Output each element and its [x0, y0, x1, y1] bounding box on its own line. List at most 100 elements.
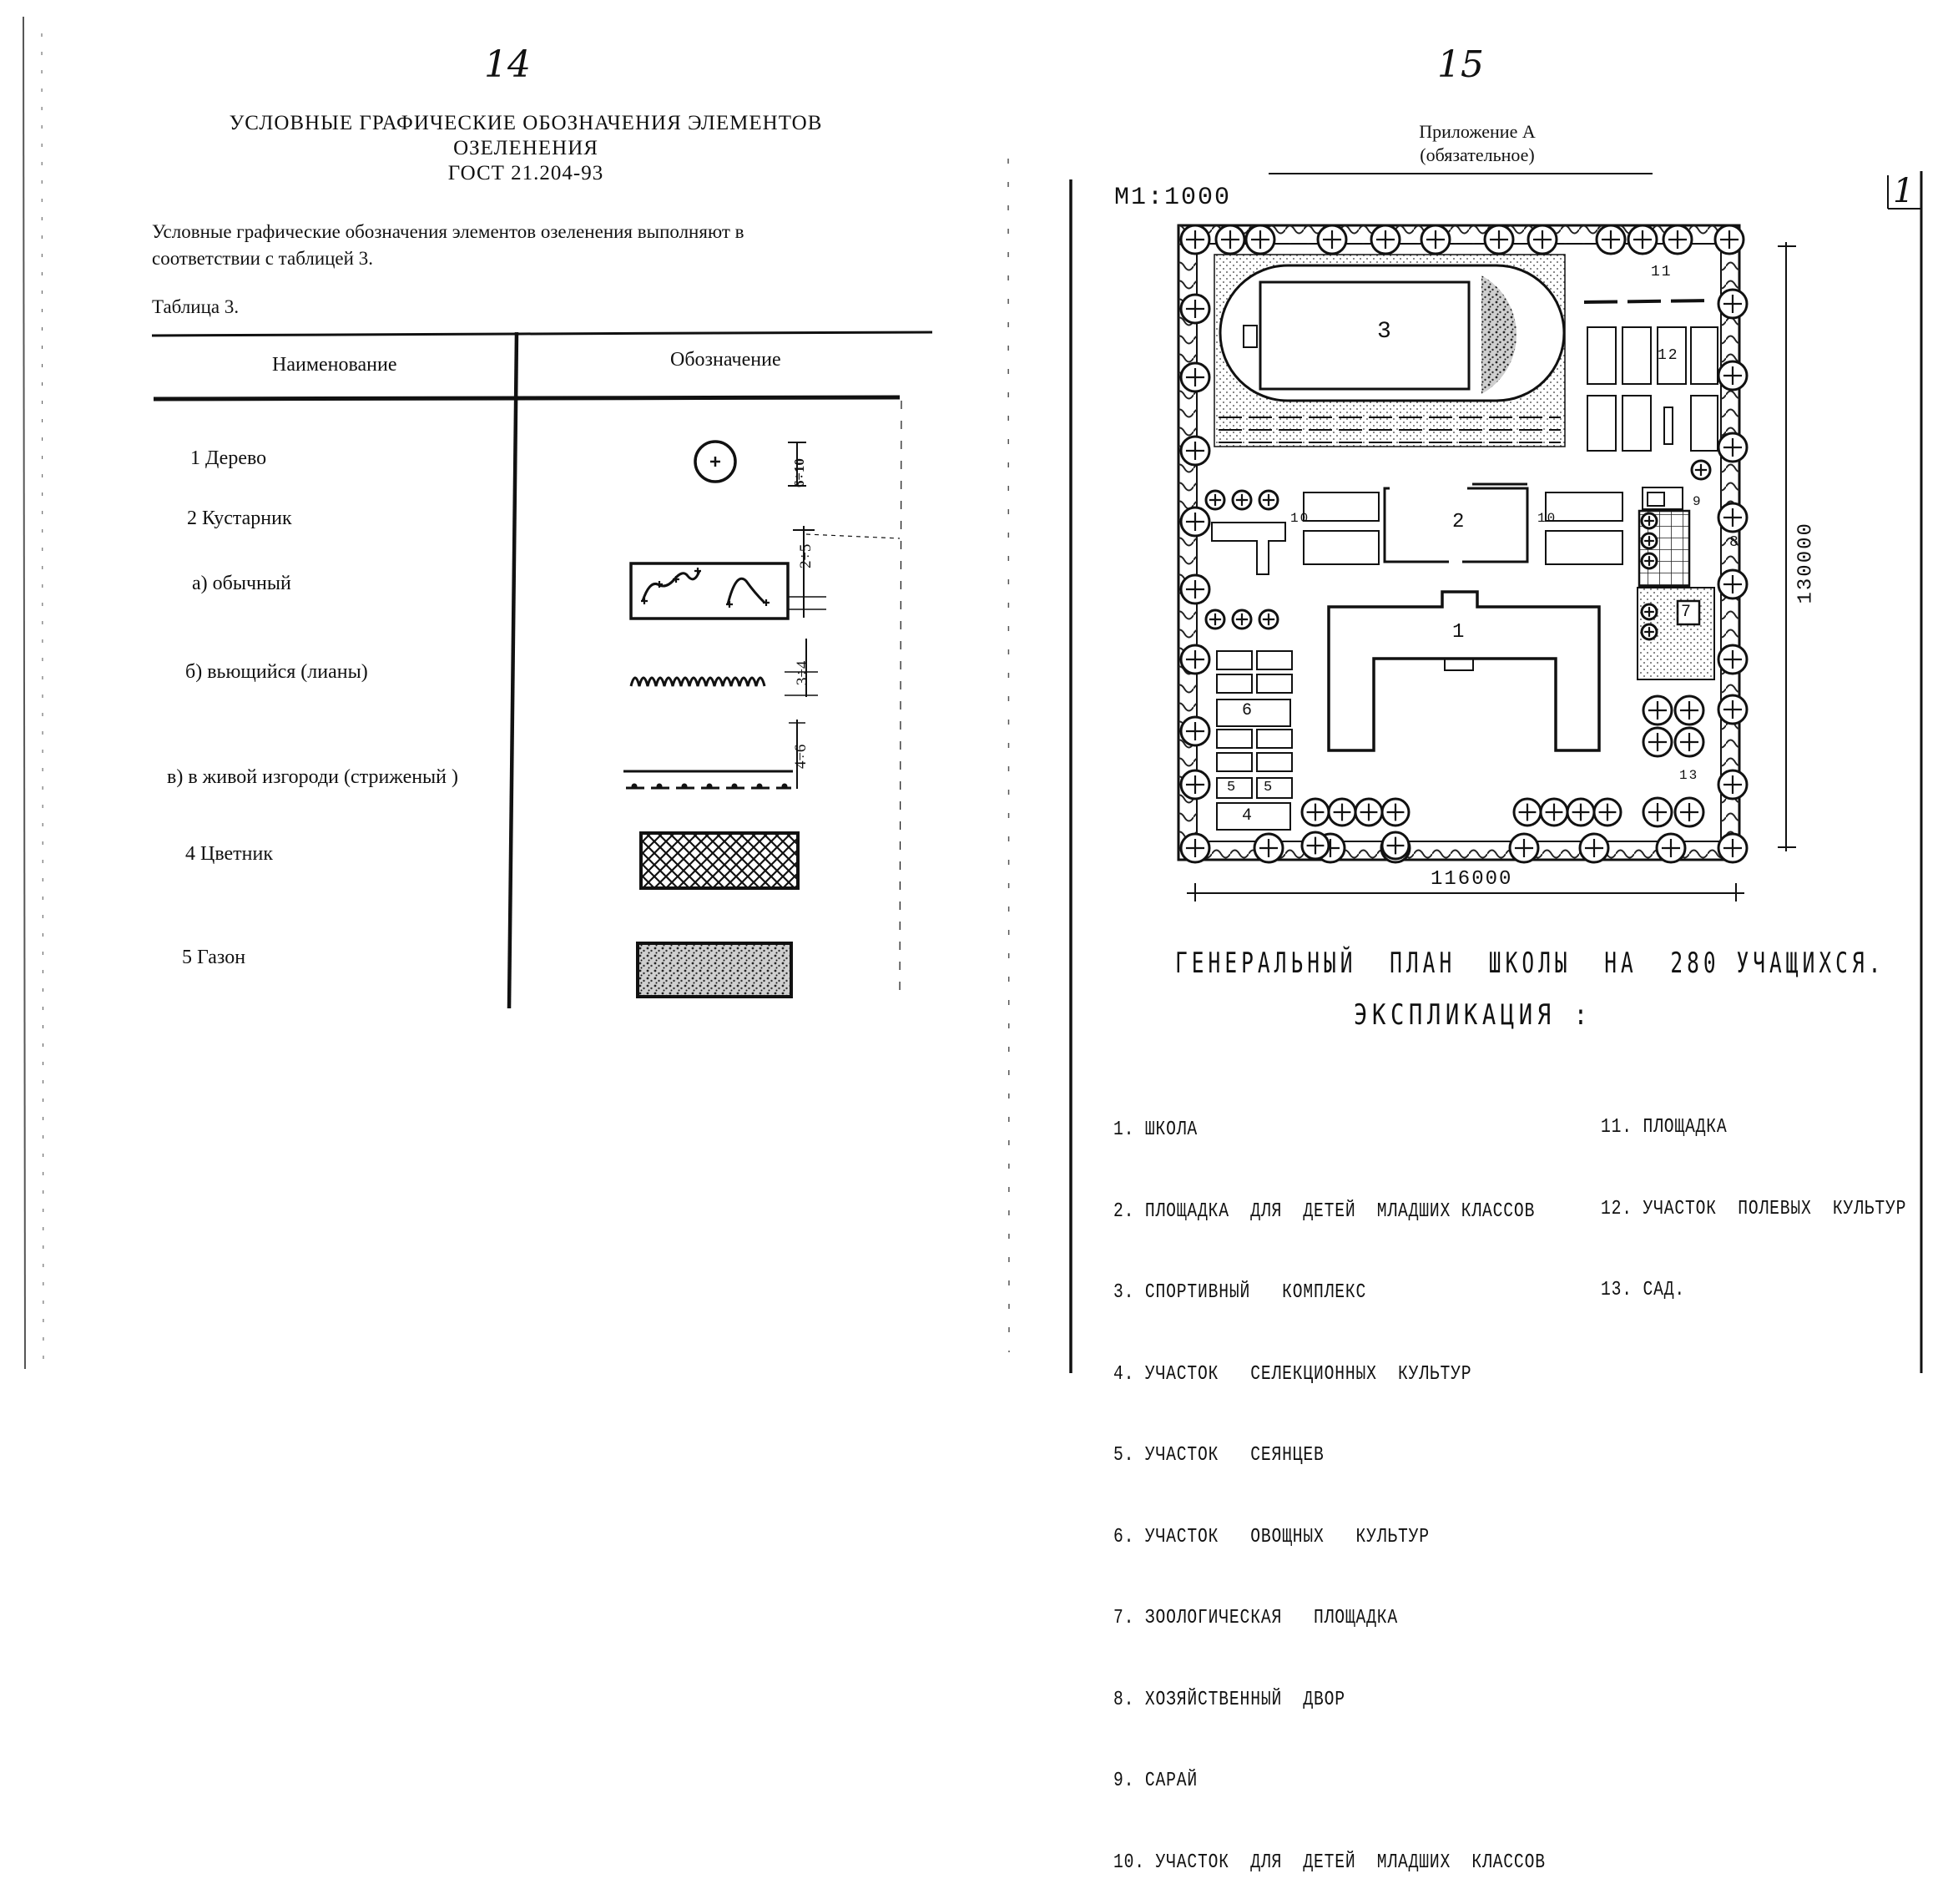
explication-item: 2. ПЛОЩАДКА ДЛЯ ДЕТЕЙ МЛАДШИХ КЛАССОВ: [1113, 1199, 1536, 1223]
plan-tree-cross: [1644, 607, 1654, 617]
plan-tree-cross: [1723, 574, 1743, 594]
plan-tree-cross: [1668, 230, 1688, 250]
plan-label-6: 6: [1242, 701, 1254, 720]
plan-tree-cross: [1306, 836, 1325, 855]
plan-tree-cross: [1648, 732, 1668, 752]
dimension-height: 130000: [1794, 522, 1818, 604]
appendix-line-1: Приложение А: [1419, 121, 1536, 142]
explication-item: 11. ПЛОЩАДКА: [1601, 1116, 1728, 1139]
scale-label: М1:1000: [1114, 184, 1232, 212]
appendix-frame: [1069, 171, 1923, 1373]
plan-tree-cross: [1518, 803, 1537, 821]
shrub-symbol: [629, 526, 901, 620]
explication-title: ЭКСПЛИКАЦИЯ :: [1354, 998, 1592, 1032]
plan-tree-cross: [1679, 732, 1699, 752]
plan-label-5b: 5: [1264, 780, 1274, 795]
sheet-number: 1: [1893, 172, 1915, 210]
plan-tree-cross: [1360, 803, 1378, 821]
plan-tree-cross: [1375, 230, 1395, 250]
plan-label-5a: 5: [1227, 780, 1238, 795]
plan-tree-cross: [1633, 230, 1653, 250]
plan-tree-cross: [1723, 649, 1743, 669]
plan-tree-cross: [1185, 512, 1205, 532]
plan-tree-cross: [1723, 838, 1743, 858]
plan-tree-cross: [1209, 493, 1222, 507]
plan-tree-cross: [1489, 230, 1509, 250]
row-label-shrub-ordinary: а) обычный: [192, 573, 291, 594]
plan-tree-cross: [1250, 230, 1270, 250]
intro-paragraph: Условные графические обозначения элемент…: [152, 219, 903, 272]
liana-symbol: [629, 639, 818, 697]
plan-tree-cross: [1185, 649, 1205, 669]
plan-tree-cross: [1601, 230, 1621, 250]
plan-label-8: 8: [1729, 534, 1740, 551]
plan-tree-cross: [1723, 508, 1743, 528]
column-header-name: Наименование: [272, 354, 397, 376]
explication-item: 7. ЗООЛОГИЧЕСКАЯ ПЛОЩАДКА: [1113, 1607, 1399, 1629]
page-number-left: 14: [484, 43, 531, 86]
plan-tree-cross: [1185, 299, 1205, 319]
plan-tree-cross: [1545, 803, 1563, 821]
plan-tree-cross: [1644, 556, 1654, 566]
dim-liana: 3÷4: [794, 660, 811, 685]
plan-tree-cross: [1322, 230, 1342, 250]
plan-tree-cross: [1185, 367, 1205, 387]
row-label-hedge: в) в живой изгороди (стриженый ): [167, 766, 459, 788]
row-label-flowerbed: 4 Цветник: [185, 843, 274, 865]
plan-tree-cross: [1185, 441, 1205, 461]
plan-label-7: 7: [1681, 603, 1693, 622]
plan-tree-cross: [1723, 366, 1743, 386]
hedge-symbol: [623, 720, 805, 790]
plan-tree-cross: [1514, 838, 1534, 858]
explication-item: 3. СПОРТИВНЫЙ КОМПЛЕКС: [1113, 1281, 1367, 1304]
plan-tree-cross: [1679, 802, 1699, 822]
dim-tree: 6÷10: [791, 458, 807, 487]
plan-label-2: 2: [1452, 511, 1466, 533]
explication-item: 12. УЧАСТОК ПОЛЕВЫХ КУЛЬТУР: [1601, 1197, 1907, 1220]
section-heading: УСЛОВНЫЕ ГРАФИЧЕСКИЕ ОБОЗНАЧЕНИЯ ЭЛЕМЕНТ…: [150, 111, 901, 186]
plan-tree-cross: [1235, 613, 1249, 626]
plan-tree-cross: [1648, 802, 1668, 822]
plan-tree-cross: [1644, 536, 1654, 546]
page-artwork: [23, 16, 1923, 1373]
plan-tree-cross: [1584, 838, 1604, 858]
heading-line-2: ОЗЕЛЕНЕНИЯ: [453, 137, 598, 159]
plan-tree-cross: [1386, 836, 1405, 855]
tree-symbol: [694, 440, 806, 487]
plan-tree-cross: [1185, 838, 1205, 858]
heading-line-3: ГОСТ 21.204-93: [447, 162, 604, 184]
plan-tree-cross: [1723, 699, 1743, 720]
lawn-symbol: [636, 942, 793, 998]
explication-item: 9. САРАЙ: [1113, 1770, 1199, 1792]
plan-tree-cross: [1723, 437, 1743, 457]
explication-item: 8. ХОЗЯЙСТВЕННЫЙ ДВОР: [1113, 1688, 1345, 1711]
plan-tree-cross: [1661, 838, 1681, 858]
dimension-width: 116000: [1431, 868, 1513, 891]
plan-label-11: 11: [1651, 264, 1673, 280]
plan-tree-cross: [1723, 775, 1743, 795]
explication-item: 4. УЧАСТОК СЕЛЕКЦИОННЫХ КУЛЬТУР: [1113, 1362, 1472, 1386]
plan-tree-cross: [1719, 230, 1739, 250]
plan-tree-cross: [1235, 493, 1249, 507]
plan-tree-cross: [1648, 700, 1668, 720]
plan-tree-cross: [1259, 838, 1279, 858]
plan-tree-cross: [1185, 579, 1205, 599]
plan-tree-cross: [1426, 230, 1446, 250]
plan-tree-cross: [1723, 294, 1743, 314]
appendix-line-2: (обязательное): [1420, 144, 1535, 165]
plan-tree-cross: [1644, 627, 1654, 637]
plan-label-12: 12: [1658, 347, 1679, 364]
intro-line-1: Условные графические обозначения элемент…: [152, 221, 744, 242]
column-header-symbol: Обозначение: [670, 349, 781, 371]
dim-shrub: 2÷5: [797, 543, 815, 568]
plan-tree-cross: [1185, 775, 1205, 795]
plan-label-4: 4: [1242, 806, 1254, 826]
plan-label-1: 1: [1452, 621, 1466, 644]
explication-item: 13. САД.: [1601, 1279, 1686, 1301]
table-lines: [151, 331, 933, 1009]
page-number-right: 15: [1437, 43, 1484, 86]
explication-list-left: 1. ШКОЛА 2. ПЛОЩАДКА ДЛЯ ДЕТЕЙ МЛАДШИХ К…: [1113, 1063, 1546, 1904]
appendix-label: Приложение А (обязательное): [1352, 120, 1602, 167]
row-label-liana: б) вьющийся (лианы): [185, 661, 368, 683]
plan-tree-cross: [1262, 493, 1275, 507]
